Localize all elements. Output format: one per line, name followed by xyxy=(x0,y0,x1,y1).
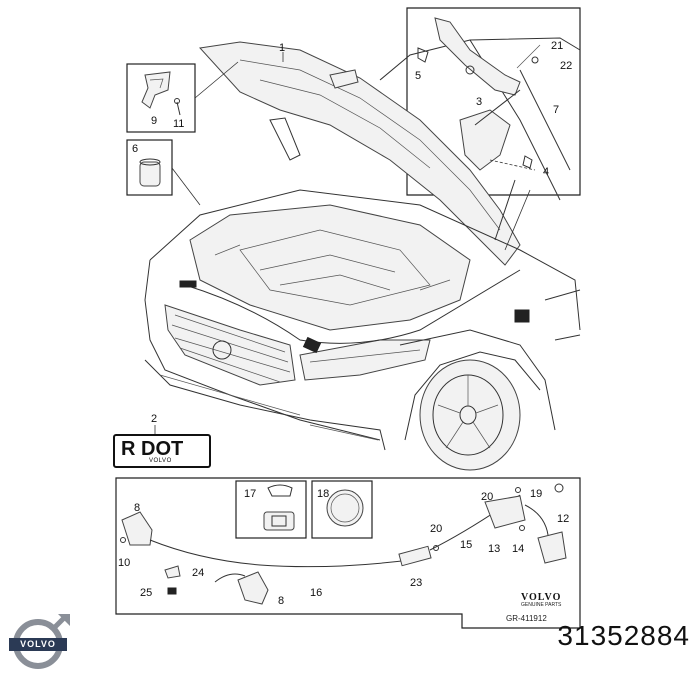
callout-20-top: 20 xyxy=(481,491,493,503)
part-8-latch-right xyxy=(237,571,269,605)
r-dot-brand-mark: VOLVO xyxy=(149,458,172,464)
callout-17: 17 xyxy=(244,488,256,500)
front-wheel xyxy=(419,359,521,471)
logo-wordmark: VOLVO xyxy=(9,638,67,651)
callout-10: 10 xyxy=(118,557,130,569)
release-cable-in-car xyxy=(184,269,521,344)
callout-11: 11 xyxy=(173,118,184,130)
part-17-clip xyxy=(263,484,295,531)
callout-4: 4 xyxy=(543,166,549,178)
callout-21: 21 xyxy=(551,40,563,52)
callout-13: 13 xyxy=(488,543,500,555)
callout-5: 5 xyxy=(415,70,421,82)
part-13-handle xyxy=(484,495,526,529)
detail-box-17 xyxy=(235,480,307,539)
callout-23: 23 xyxy=(410,577,422,589)
part-8-latch-left xyxy=(121,511,153,546)
callout-25: 25 xyxy=(140,587,152,599)
hood-hinge-detail xyxy=(417,17,571,171)
dark-bracket-left xyxy=(179,280,197,288)
callout-2: 2 xyxy=(151,413,157,425)
open-hood xyxy=(199,41,521,266)
callout-16: 16 xyxy=(310,587,322,599)
r-dot-sign: R DOT VOLVO xyxy=(113,434,211,468)
brand-subtitle: GENUINE PARTS xyxy=(521,602,562,608)
part-number: 31352884 xyxy=(557,620,690,651)
side-mirror xyxy=(329,69,359,89)
brand-name: VOLVO xyxy=(521,592,562,603)
brand-block: VOLVO GENUINE PARTS xyxy=(521,592,581,608)
release-cable-assembly xyxy=(120,483,567,605)
part-9-bracket xyxy=(141,71,171,109)
car-illustration xyxy=(144,37,581,471)
callout-18: 18 xyxy=(317,488,329,500)
callout-19: 19 xyxy=(530,488,542,500)
callout-7: 7 xyxy=(553,104,559,116)
callout-12: 12 xyxy=(557,513,569,525)
part-12-cover xyxy=(537,531,567,564)
callout-9: 9 xyxy=(151,115,157,127)
hood-latch-part xyxy=(269,117,301,161)
part-24-clip xyxy=(164,565,181,579)
callout-8-right: 8 xyxy=(278,595,284,607)
part-23-sleeve xyxy=(398,545,432,567)
dark-bracket-center xyxy=(302,336,322,354)
hood-strut-line xyxy=(494,179,516,241)
callout-6: 6 xyxy=(132,143,138,155)
volvo-logo: VOLVO xyxy=(2,612,74,672)
part-16-cable xyxy=(149,539,431,568)
part-6-bump-stop xyxy=(139,158,161,187)
callout-20-mid: 20 xyxy=(430,523,442,535)
detail-box-18 xyxy=(311,480,373,539)
callout-1: 1 xyxy=(279,42,285,54)
engine-bay xyxy=(189,204,471,331)
callout-3: 3 xyxy=(476,96,482,108)
callout-15: 15 xyxy=(460,539,472,551)
drawing-code: GR-411912 xyxy=(506,614,547,623)
callout-22: 22 xyxy=(560,60,572,72)
part-25-nut xyxy=(167,587,177,595)
r-dot-label: R DOT xyxy=(121,438,184,460)
detail-box-release-cable xyxy=(115,477,581,629)
part-18-grommet xyxy=(326,489,364,527)
dark-bracket-right xyxy=(514,309,530,323)
part-11-screw xyxy=(174,98,181,116)
callout-24: 24 xyxy=(192,567,204,579)
detail-box-6 xyxy=(126,139,173,196)
callout-8-left: 8 xyxy=(134,502,140,514)
callout-14: 14 xyxy=(512,543,524,555)
